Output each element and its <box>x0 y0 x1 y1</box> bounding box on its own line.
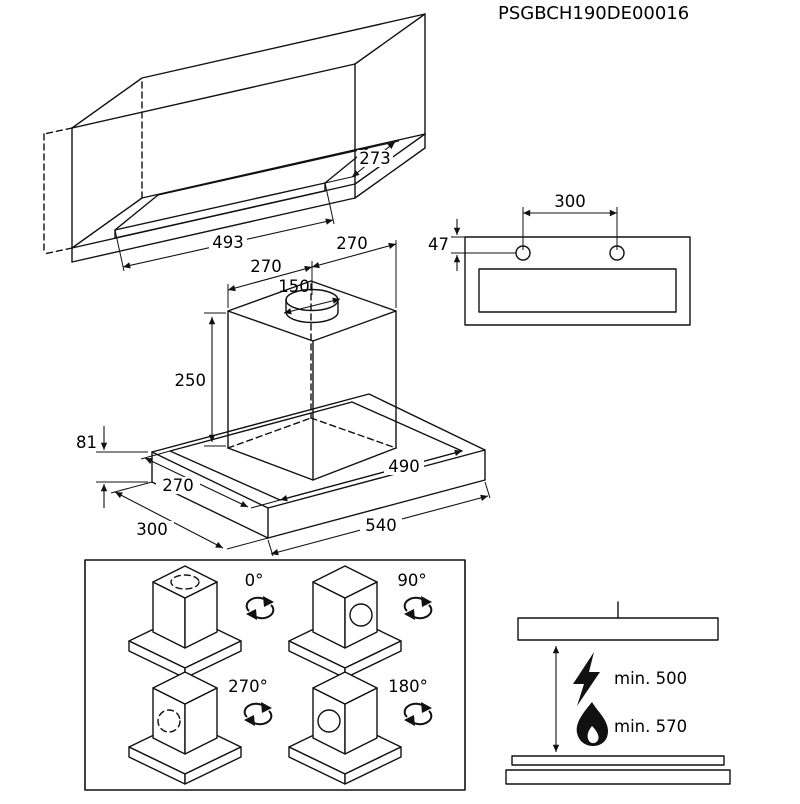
cooktop-surface <box>511 755 725 766</box>
outlet-right <box>349 603 373 627</box>
angle-label-270: 270° <box>228 677 268 696</box>
hood-isometric-view: 270 270 150 250 81 300 270 490 <box>76 234 491 557</box>
clearance-gas-label: min. 570 <box>614 717 687 736</box>
option-270deg-drawing <box>128 671 242 785</box>
outlet-left-dashed <box>157 709 181 733</box>
counter-base <box>505 769 731 785</box>
angle-label-90: 90° <box>397 571 426 590</box>
cabinet-cutout-drawing: 273 493 <box>43 13 426 272</box>
outlet-top-dashed <box>170 574 200 590</box>
outlet-front <box>317 709 341 733</box>
dim-duct-offset-right: 270 <box>336 234 368 253</box>
rotate-icon-90 <box>403 595 433 621</box>
option-90deg-drawing <box>288 565 402 679</box>
clearance-electric-label: min. 500 <box>614 669 687 688</box>
hood-outline <box>517 617 719 641</box>
dim-body-width: 540 <box>365 516 397 535</box>
rotate-icon-180 <box>403 701 433 727</box>
angle-label-180: 180° <box>388 677 428 696</box>
dim-cutout-depth: 273 <box>359 149 391 168</box>
dim-duct-diameter: 150 <box>278 277 310 296</box>
rotate-icon-0 <box>245 595 275 621</box>
angle-label-0: 0° <box>245 571 264 590</box>
dim-body-height: 81 <box>76 433 97 452</box>
dim-body-depth: 300 <box>136 520 168 539</box>
dim-hole-top-offset: 47 <box>428 235 449 254</box>
dim-inner-width: 490 <box>388 457 420 476</box>
drawing-title: PSGBCH190DE00016 <box>498 3 689 24</box>
lightning-icon <box>573 652 600 706</box>
dim-cutout-width: 493 <box>212 233 244 252</box>
hood-front-panel <box>478 268 677 313</box>
hood-front-view: 300 47 <box>428 192 691 326</box>
dim-hole-spacing: 300 <box>554 192 586 211</box>
dim-duct-offset-left: 270 <box>250 257 282 276</box>
option-0deg-drawing <box>128 565 242 679</box>
flame-icon <box>576 702 608 746</box>
option-180deg-drawing <box>288 671 402 785</box>
dim-inner-depth: 270 <box>162 476 194 495</box>
dim-chimney-height: 250 <box>175 371 207 390</box>
panel-border <box>84 559 466 791</box>
clearance-diagram: min. 500 min. 570 <box>505 601 731 785</box>
hood-front-outline <box>464 236 691 326</box>
rotation-options-panel: 0° 90° 270° 180° <box>84 559 466 791</box>
rotate-icon-270 <box>243 701 273 727</box>
